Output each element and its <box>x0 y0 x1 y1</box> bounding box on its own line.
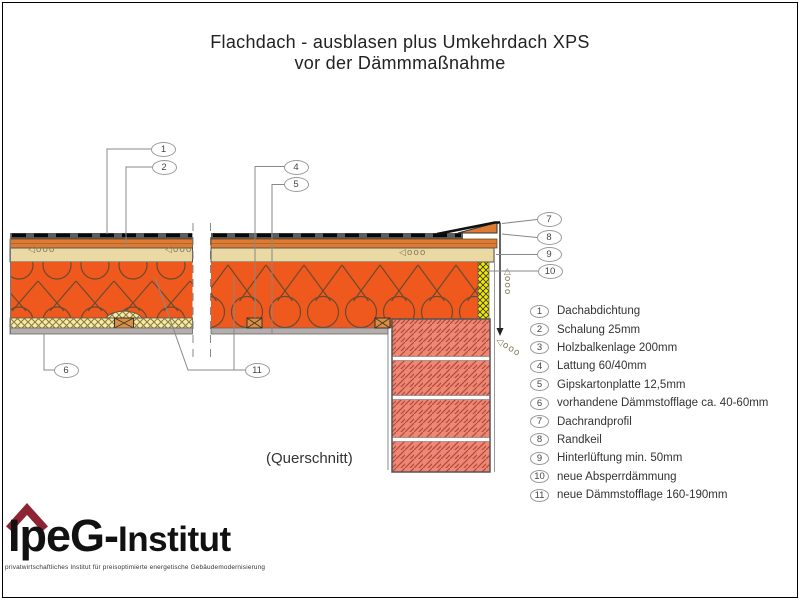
wall-joint <box>392 437 490 442</box>
callout-11: 11 <box>244 362 270 378</box>
logo-name-sub: Institut <box>118 520 231 559</box>
logo-roof-icon <box>6 503 48 532</box>
batten-middle <box>246 317 263 329</box>
callout-1: 1 <box>151 141 176 157</box>
legend-item-8: 8 Randkeil <box>530 431 768 449</box>
xps-blocking-strip <box>477 261 490 320</box>
insulation-hump <box>105 310 143 319</box>
legend: 1 Dachabdichtung 2 Schalung 25mm 3 Holzb… <box>530 302 768 504</box>
down-arrow <box>496 328 504 336</box>
legend-num: 5 <box>530 378 549 392</box>
drawing-title: Flachdach - ausblasen plus Umkehrdach XP… <box>0 32 800 74</box>
logo-tagline: privatwirtschaftliches Institut für prei… <box>5 564 266 571</box>
legend-label: Gipskartonplatte 12,5mm <box>557 378 686 391</box>
legend-label: vorhandene Dämmstofflage ca. 40-60mm <box>557 397 769 410</box>
batten-at-wall <box>374 317 391 329</box>
existing-insulation-layer <box>9 317 193 329</box>
legend-label: Dachabdichtung <box>557 305 641 318</box>
legend-item-1: 1 Dachabdichtung <box>530 302 768 320</box>
batten-left <box>114 317 134 329</box>
legend-item-5: 5 Gipskartonplatte 12,5mm <box>530 376 768 394</box>
roof-edge-profile <box>436 221 504 336</box>
legend-item-10: 10 neue Absperrdämmung <box>530 468 768 486</box>
legend-item-9: 9 Hinterlüftung min. 50mm <box>530 449 768 467</box>
title-line-2: vor der Dämmmaßnahme <box>294 53 506 73</box>
wall-joint <box>392 356 490 361</box>
callout-8: 8 <box>536 230 562 245</box>
legend-num: 3 <box>530 341 549 355</box>
callout-9: 9 <box>536 247 562 262</box>
legend-num: 10 <box>530 470 549 484</box>
callout-6: 6 <box>53 362 79 378</box>
legend-label: Dachrandprofil <box>557 415 632 428</box>
legend-label: Randkeil <box>557 433 602 446</box>
wall-joint <box>392 395 490 400</box>
legend-num: 1 <box>530 304 549 318</box>
legend-label: neue Dämmstofflage 160-190mm <box>557 489 728 502</box>
logo-name-main: IpeG- <box>8 510 119 561</box>
logo-text: IpeG-Institut <box>8 510 231 562</box>
legend-label: Lattung 60/40mm <box>557 360 647 373</box>
callout-10: 10 <box>537 263 563 279</box>
legend-label: Schalung 25mm <box>557 323 641 336</box>
wood-symbol: ◁ooo <box>399 248 427 258</box>
leader-lines <box>43 148 538 371</box>
legend-num: 11 <box>530 488 549 502</box>
gypsum-board-left <box>9 327 193 335</box>
air-gap-layer-right <box>210 247 495 263</box>
legend-num: 8 <box>530 433 549 447</box>
legend-item-7: 7 Dachrandprofil <box>530 412 768 430</box>
wood-symbol: ◁ooo <box>28 245 56 255</box>
roof-left-section <box>9 233 193 335</box>
legend-label: neue Absperrdämmung <box>557 470 677 483</box>
legend-num: 6 <box>530 396 549 410</box>
title-line-1: Flachdach - ausblasen plus Umkehrdach XP… <box>210 32 590 52</box>
legend-item-4: 4 Lattung 60/40mm <box>530 357 768 375</box>
masonry-wall <box>387 318 491 473</box>
wood-symbol: ◁ooo <box>165 245 193 255</box>
legend-num: 2 <box>530 323 549 337</box>
callout-4: 4 <box>283 159 309 175</box>
callout-2: 2 <box>151 159 177 175</box>
legend-label: Hinterlüftung min. 50mm <box>557 452 683 465</box>
section-break-lines <box>192 223 211 363</box>
gypsum-board-right <box>210 327 389 335</box>
legend-item-2: 2 Schalung 25mm <box>530 320 768 338</box>
wood-symbol-vertical: ◁ooo <box>502 268 512 296</box>
legend-item-6: 6 vorhandene Dämmstofflage ca. 40-60mm <box>530 394 768 412</box>
legend-num: 7 <box>530 415 549 429</box>
legend-num: 9 <box>530 451 549 465</box>
callout-5: 5 <box>283 177 309 192</box>
legend-item-11: 11 neue Dämmstofflage 160-190mm <box>530 486 768 504</box>
legend-label: Holzbalkenlage 200mm <box>557 341 678 354</box>
legend-num: 4 <box>530 359 549 373</box>
legend-item-3: 3 Holzbalkenlage 200mm <box>530 339 768 357</box>
callout-7: 7 <box>536 212 562 227</box>
section-caption: (Querschnitt) <box>266 450 353 467</box>
